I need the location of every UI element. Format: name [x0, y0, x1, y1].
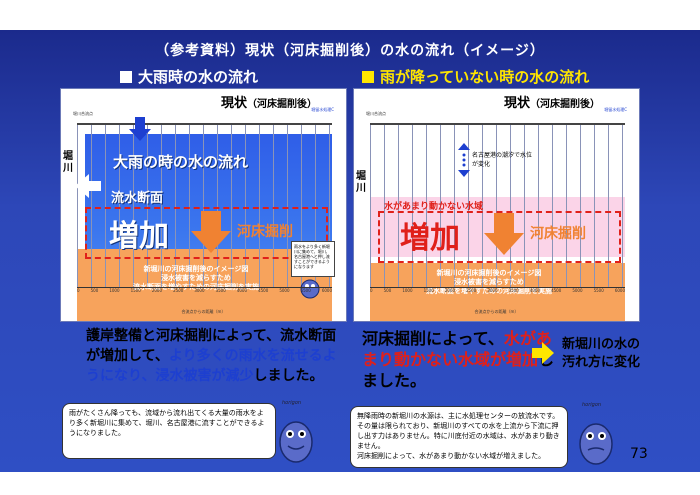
axis-tick-label: 1000: [402, 288, 413, 293]
flow-arrow-icon: [75, 174, 101, 198]
axis-tick-label: 1500: [130, 288, 141, 293]
right-summary-plain: 河床掘削によって、: [362, 329, 504, 348]
flow-section-label: 流水断面: [111, 191, 164, 206]
increase-label: 増加: [109, 219, 169, 254]
left-summary-end: しました。: [253, 368, 324, 384]
station-ruler: [77, 123, 332, 125]
station-labels: 堀川合流点 堀留水処理C: [366, 97, 627, 121]
axis-tick-label: 6000: [321, 288, 332, 293]
page-top-margin: [0, 0, 700, 30]
axis-tick-label: 0: [77, 288, 80, 293]
right-panel-title-text: 現状: [504, 96, 531, 111]
big-down-arrow-icon: [484, 213, 524, 255]
page-number: 73: [630, 446, 648, 462]
station-end-label: 堀留水処理C: [311, 107, 334, 112]
increase-label: 増加: [400, 221, 460, 256]
left-heading-text: 大雨時の水の流れ: [138, 68, 259, 86]
axis-label: 合流点からの距離（m）: [474, 309, 519, 314]
axis-tick-label: 4500: [258, 288, 269, 293]
right-panel-title: 現状（河床掘削後）: [504, 92, 600, 111]
axis-tick-label: 3000: [194, 288, 205, 293]
caption-line-1: 新堀川の河床掘削後のイメージ図: [143, 265, 249, 273]
station-ruler: [370, 123, 625, 125]
right-note-box: 無降雨時の新堀川の水源は、主に水処理センターの放流水です。その量は限られており、…: [350, 406, 568, 468]
axis-tick-label: 5500: [593, 288, 604, 293]
caption-line-2: 浸水被害を減らすため: [161, 274, 231, 282]
right-note-line-2: 河床掘削によって、水があまり動かない水域が増えました。: [357, 452, 546, 460]
grid-lines: [77, 125, 332, 287]
excavation-label: 河床掘削: [237, 224, 293, 240]
square-bullet-icon: [362, 71, 374, 83]
caption-line-1: 新堀川の河床掘削後のイメージ図: [436, 269, 542, 277]
axis-tick-label: 5500: [300, 288, 311, 293]
left-section-heading: 大雨時の水の流れ: [120, 66, 258, 87]
page-bottom-margin: [0, 472, 700, 495]
right-summary-emphasis: 水があまり動かない水域が増加: [362, 329, 552, 369]
axis-tick-label: 2500: [173, 288, 184, 293]
axis-tick-label: 6000: [614, 288, 625, 293]
axis-tick-label: 500: [383, 288, 392, 293]
axis-tick-label: 2500: [466, 288, 477, 293]
callout-box: 雨水をより多く新堀川に集めて、堀川、名古屋港へと押し流すことができるようになりま…: [291, 241, 335, 277]
tide-note: 名古屋港の潮汐で水位が変化: [472, 152, 533, 168]
axis-tick-label: 4000: [236, 288, 247, 293]
axis-tick-label: 4500: [551, 288, 562, 293]
caption-line-2: 浸水被害を減らすため: [454, 278, 524, 286]
station-labels: 堀川合流点 堀留水処理C: [73, 97, 334, 121]
caption-line-3: 流水断面を増やすための河床掘削を実施: [426, 287, 552, 295]
left-panel-title-sub: （河床掘削後）: [247, 99, 318, 110]
yellow-arrow-icon: [532, 342, 554, 364]
still-water-label: 水があまり動かない水域: [384, 202, 484, 212]
left-summary-plain: 護岸整備と河床掘削によって、流水断面が増加して、: [86, 328, 337, 364]
excavation-dashed-box: [378, 211, 621, 263]
axis-tick-label: 1500: [423, 288, 434, 293]
left-side-label: 堀川: [63, 151, 73, 174]
grid-lines: [370, 125, 625, 287]
distance-axis: 0 500 1000 1500 2000 2500 3000 3500 4000 4500 5000…: [370, 287, 625, 295]
right-panel-title-sub: （河床掘削後）: [530, 99, 601, 110]
axis-tick-label: 3000: [487, 288, 498, 293]
axis-tick-label: 2000: [444, 288, 455, 293]
station-start-label: 堀川合流点: [73, 111, 93, 116]
left-diagram-panel: 堀川合流点 堀留水処理C 現状（河床掘削後） 堀川 大雨の時の水の流れ 流水断面…: [60, 88, 347, 322]
axis-tick-label: 0: [370, 288, 373, 293]
down-arrow-icon: [129, 117, 151, 141]
mascot-label: horigon: [582, 402, 602, 408]
mascot-icon: [279, 421, 313, 463]
axis-tick-label: 3500: [215, 288, 226, 293]
axis-tick-label: 4000: [529, 288, 540, 293]
left-panel-title-text: 現状: [221, 96, 248, 111]
right-diagram-panel: 堀川合流点 堀留水処理C 現状（河床掘削後） 堀川 名古屋港の潮汐で水位が変化 …: [353, 88, 640, 322]
excavation-label: 河床掘削: [530, 226, 586, 242]
axis-label: 合流点からの距離（m）: [181, 309, 226, 314]
axis-tick-label: 5000: [279, 288, 290, 293]
right-note-line-1: 無降雨時の新堀川の水源は、主に水処理センターの放流水です。その量は限られており、…: [357, 412, 560, 450]
right-heading-text: 雨が降っていない時の水の流れ: [380, 68, 590, 86]
right-side-label: 堀川: [356, 171, 366, 194]
slide-title: （参考資料）現状（河床掘削後）の水の流れ（イメージ）: [155, 43, 545, 59]
left-panel-title: 現状（河床掘削後）: [221, 92, 317, 111]
station-start-label: 堀川合流点: [366, 111, 386, 116]
tide-arrow-icon: [458, 143, 470, 177]
mascot-label: horigon: [282, 400, 302, 406]
axis-tick-label: 500: [90, 288, 99, 293]
axis-tick-label: 2000: [151, 288, 162, 293]
flow-title: 大雨の時の水の流れ: [113, 153, 249, 171]
square-bullet-icon: [120, 71, 132, 83]
station-end-label: 堀留水処理C: [604, 107, 627, 112]
mascot-icon: [579, 423, 613, 465]
left-summary: 護岸整備と河床掘削によって、流水断面が増加して、より多くの雨水を流せるようになり…: [86, 326, 346, 386]
pollution-change: 新堀川の水の汚れ方に変化: [562, 337, 641, 370]
right-section-heading: 雨が降っていない時の水の流れ: [362, 66, 589, 87]
left-note-box: 雨がたくさん降っても、流域から流れ出てくる大量の雨水をより多く新堀川に集めて、堀…: [62, 403, 276, 459]
axis-tick-label: 5000: [572, 288, 583, 293]
distance-axis: 0 500 1000 1500 2000 2500 3000 3500 4000 4500 5000…: [77, 287, 332, 295]
left-summary-emphasis: より多くの雨水を流せるようになり、浸水被害が減少: [86, 348, 337, 384]
excavation-dashed-box: [85, 207, 328, 259]
big-down-arrow-icon: [191, 211, 231, 253]
axis-tick-label: 1000: [109, 288, 120, 293]
caption: 新堀川の河床掘削後のイメージ図 浸水被害を減らすため 流水断面を増やすための河床…: [394, 269, 584, 296]
axis-tick-label: 3500: [508, 288, 519, 293]
